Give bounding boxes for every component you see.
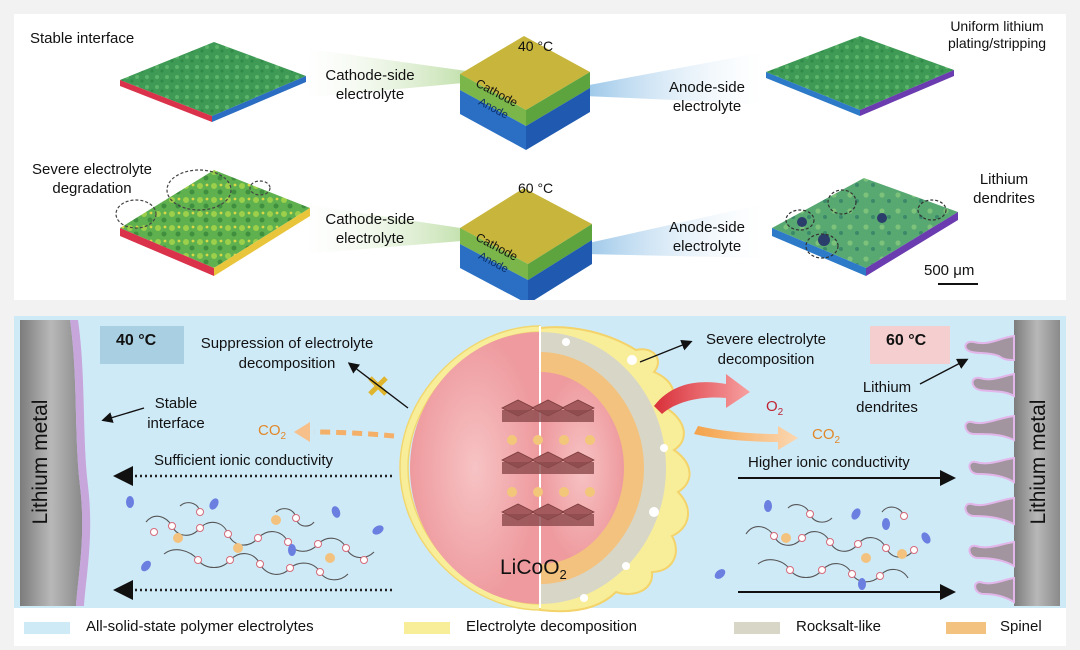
o2-text: O: [766, 398, 778, 415]
licoo2-text: LiCoO: [500, 556, 560, 579]
label-anode-side-top: Anode-side electrolyte: [652, 78, 762, 116]
legend-label-decomposition: Electrolyte decomposition: [466, 618, 637, 635]
temp-label-60c-top: 60 °C: [518, 180, 554, 196]
label-uniform-line2: plating/stripping: [947, 35, 1047, 51]
suppression-pointer: [347, 362, 409, 409]
severe-decomposition-pointer: [639, 339, 693, 363]
polymer-nodes-right: [770, 510, 918, 580]
o2-release-arrow: [654, 374, 750, 414]
label-severe-decomposition: Severe electrolyte decomposition: [686, 330, 846, 370]
label-severe-degradation: Severe electrolyte degradation: [14, 160, 170, 198]
label-cathode-side-line2: electrolyte: [335, 86, 405, 103]
label-anode-side-line1-b: Anode-side: [669, 219, 745, 236]
label-anode-side-bottom: Anode-side electrolyte: [652, 218, 762, 256]
label-stable-interface-bottom: Stable interface: [136, 394, 216, 434]
dendrites-pointer: [919, 358, 969, 385]
scale-bar-label: 500 μm: [924, 262, 975, 279]
stable-interface-pointer: [101, 407, 145, 423]
co2-sub-left: 2: [280, 431, 287, 442]
lithium-metal-left: [20, 320, 83, 606]
label-cathode-side-line1: Cathode-side: [325, 67, 415, 84]
licoo2-sub: 2: [559, 567, 567, 583]
battery-block-60c: [460, 188, 592, 300]
battery-block-40c: [460, 36, 590, 150]
anion-ellipses-right: [714, 500, 931, 590]
label-anode-side-line2: electrolyte: [672, 98, 742, 115]
label-suppression-line1: Suppression of electrolyte: [200, 335, 374, 352]
co2-text-left: CO: [258, 422, 281, 439]
label-cathode-side-line2-b: electrolyte: [335, 230, 405, 247]
o2-label: O2: [766, 398, 783, 418]
co2-text-right: CO: [812, 426, 835, 443]
legend-label-spinel: Spinel: [1000, 618, 1042, 635]
label-dendrites-line1: Lithium: [862, 379, 912, 396]
label-sufficient-conductivity: Sufficient ionic conductivity: [154, 452, 333, 469]
co2-label-right: CO2: [812, 426, 840, 446]
label-cathode-side-bottom: Cathode-side electrolyte: [310, 210, 430, 248]
cathode-beam-top: [302, 48, 474, 98]
polymer-spinel-nodes-left: [173, 515, 335, 563]
label-lithium-dendrites-bottom: Lithium dendrites: [842, 378, 932, 418]
legend-swatch-rocksalt: [734, 622, 780, 634]
label-anode-side-line1: Anode-side: [669, 79, 745, 96]
crystal-structure: [501, 399, 595, 526]
label-stable-line1: Stable: [154, 395, 198, 412]
label-higher-conductivity: Higher ionic conductivity: [748, 454, 910, 471]
lithium-metal-right: [1014, 320, 1060, 606]
anode-beam-top: [584, 52, 764, 104]
legend-label-polymer: All-solid-state polymer electrolytes: [86, 618, 314, 635]
label-uniform-line1: Uniform lithium: [950, 18, 1044, 34]
co2-release-arrow-right: [694, 426, 798, 450]
decomposition-bubbles: [562, 338, 668, 602]
bottom-panel: Lithium metal Lithium metal 40 °C 60 °C …: [14, 316, 1066, 646]
bottom-panel-graphics: [14, 316, 1066, 634]
legend-label-rocksalt: Rocksalt-like: [796, 618, 882, 635]
label-lithium-line1: Lithium: [979, 171, 1029, 188]
label-stable-line2: interface: [147, 415, 205, 432]
o2-sub: 2: [777, 407, 784, 418]
label-severe-line2: degradation: [52, 180, 132, 197]
label-dendrites-line2: dendrites: [856, 399, 918, 416]
left-interface-layer: [70, 320, 91, 606]
label-cathode-side-top: Cathode-side electrolyte: [310, 66, 430, 104]
legend-swatch-spinel: [946, 622, 986, 634]
legend-swatch-decomposition: [404, 622, 450, 634]
label-severe-decomp-line1: Severe electrolyte: [705, 331, 827, 348]
legend-swatch-polymer: [24, 622, 70, 634]
dendrite-structures: [964, 334, 1015, 604]
polymer-spinel-nodes-right: [781, 533, 907, 563]
temp-label-60c-bottom: 60 °C: [886, 332, 927, 349]
anion-ellipses-left: [126, 496, 384, 572]
temp-label-40c-top: 40 °C: [518, 38, 554, 54]
temp-label-40c-bottom: 40 °C: [116, 332, 157, 349]
cathode-beam-bottom: [302, 204, 474, 254]
co2-label-left: CO2: [258, 422, 286, 442]
co2-release-arrow-left: [294, 422, 395, 442]
top-panel: Stable interface Uniform lithium plating…: [14, 14, 1066, 300]
label-uniform-plating: Uniform lithium plating/stripping: [922, 18, 1072, 52]
anode-beam-bottom: [584, 204, 764, 258]
label-severe-line1: Severe electrolyte: [31, 161, 153, 178]
label-cathode-side-line1-b: Cathode-side: [325, 211, 415, 228]
label-suppression-line2: decomposition: [238, 355, 336, 372]
surface-severe-degradation: [115, 169, 310, 276]
label-suppression: Suppression of electrolyte decomposition: [182, 334, 392, 374]
licoo2-label: LiCoO2: [500, 556, 567, 582]
lithium-metal-left-label: Lithium metal: [29, 399, 52, 525]
co2-sub-right: 2: [834, 435, 841, 446]
label-stable-interface: Stable interface: [30, 30, 135, 47]
surface-stable-interface: [120, 42, 306, 122]
label-lithium-line2: dendrites: [973, 190, 1035, 207]
label-anode-side-line2-b: electrolyte: [672, 238, 742, 255]
top-panel-graphics: [115, 36, 978, 300]
temp-box-60c: [870, 326, 950, 364]
lithium-metal-right-label: Lithium metal: [1027, 399, 1050, 525]
licoo2-core-left: [410, 332, 540, 604]
surface-lithium-dendrites: [772, 178, 958, 276]
surface-uniform-plating: [766, 36, 954, 116]
label-severe-decomp-line2: decomposition: [717, 351, 815, 368]
temp-box-40c: [100, 326, 184, 364]
polymer-nodes-left: [150, 508, 368, 576]
label-lithium-dendrites-top: Lithium dendrites: [958, 170, 1050, 208]
